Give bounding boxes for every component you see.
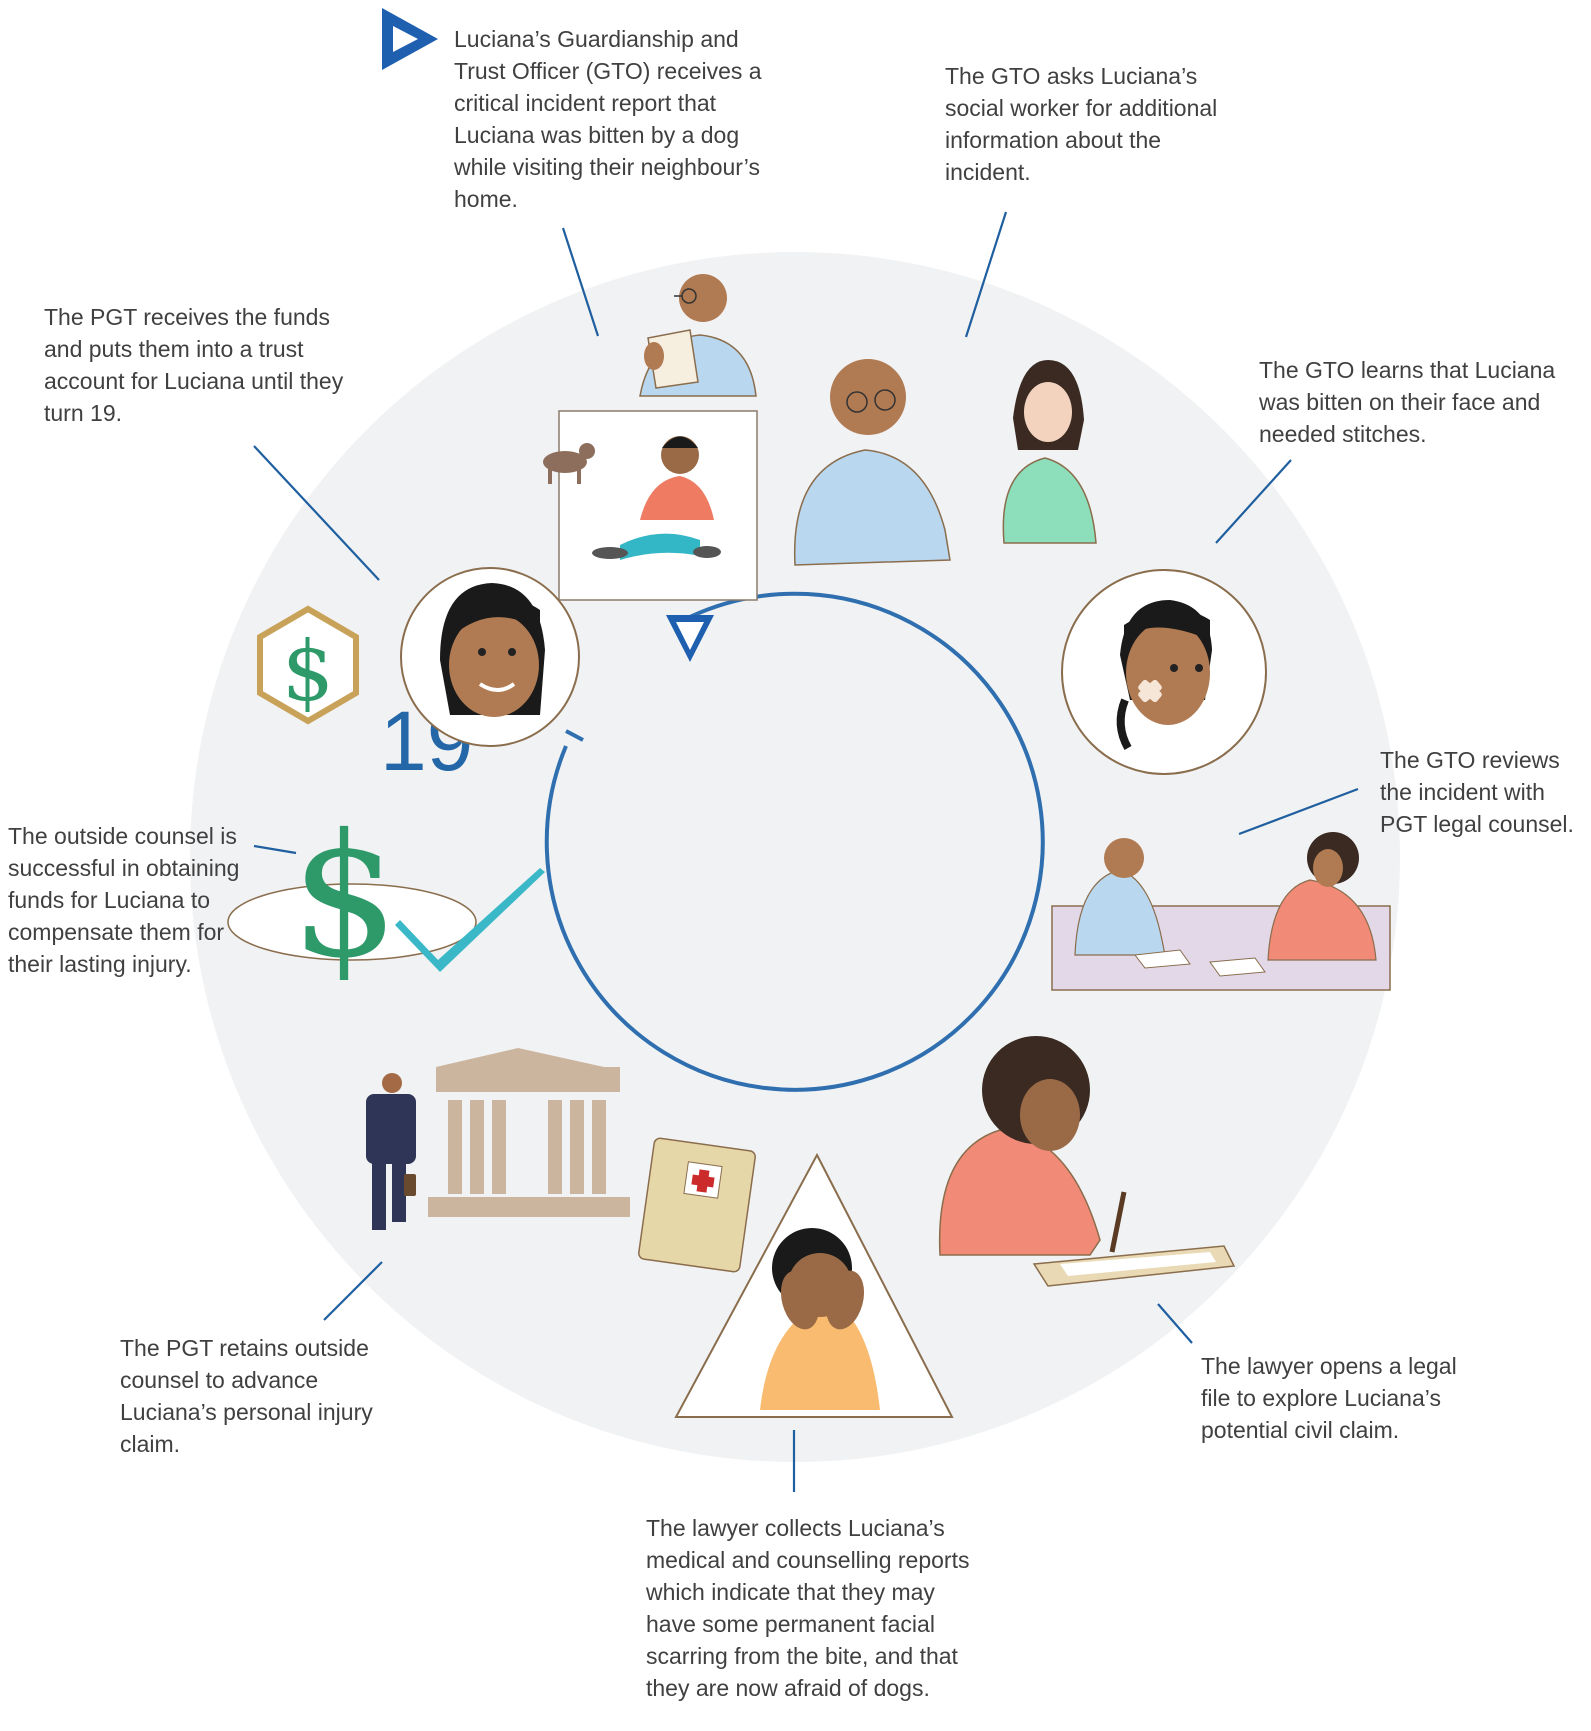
lawyer-opening-file-illustration	[938, 1036, 1236, 1287]
step-open-file-caption: The lawyer opens a legal file to explore…	[1201, 1353, 1457, 1443]
leader-line-obtain-funds	[253, 844, 297, 855]
step-collect-reports-caption: The lawyer collects Luciana’s medical an…	[646, 1515, 970, 1701]
leader-line-learns-stitches	[1215, 459, 1292, 544]
leader-line-report	[561, 227, 600, 337]
leader-line-retain-counsel	[323, 1261, 383, 1321]
step-review-counsel-caption: The GTO reviews the incident with PGT le…	[1380, 747, 1574, 837]
gto-and-counsel-meeting-illustration	[1051, 832, 1391, 991]
medical-folder-icon	[638, 1137, 756, 1273]
hexagon-dollar-icon: $	[282, 625, 334, 720]
step-retain-counsel-caption: The PGT retains outside counsel to advan…	[120, 1335, 373, 1457]
leader-line-open-file	[1157, 1303, 1193, 1344]
afraid-child-illustration	[674, 1152, 954, 1418]
smiling-luciana-illustration	[400, 567, 580, 747]
gto-reading-report-illustration	[639, 274, 757, 397]
step-ask-social-worker-caption: The GTO asks Luciana’s social worker for…	[945, 63, 1218, 185]
dog-bite-scene-illustration	[543, 410, 758, 601]
gto-and-social-worker-illustration	[793, 359, 1097, 566]
start-triangle-icon	[382, 8, 438, 70]
step-obtain-funds-caption: The outside counsel is successful in obt…	[8, 823, 240, 977]
dog-icon	[543, 443, 595, 484]
step-learns-stitches-caption: The GTO learns that Luciana was bitten o…	[1259, 357, 1556, 447]
step-trust-account-caption: The PGT receives the funds and puts them…	[44, 304, 344, 426]
step-report-caption: Luciana’s Guardianship and Trust Officer…	[454, 26, 762, 212]
ring-start-triangle-icon	[666, 615, 714, 662]
leader-line-trust-account	[253, 445, 380, 581]
courthouse-icon	[428, 1048, 630, 1217]
funds-obtained-illustration: $	[227, 798, 545, 996]
outside-counsel-walking-illustration	[366, 1073, 416, 1230]
checkmark-icon	[395, 868, 545, 972]
leader-line-review-counsel	[1238, 787, 1359, 836]
cycle-ring-arrow	[544, 591, 1045, 1092]
leader-line-ask-social-worker	[964, 211, 1008, 338]
dollar-icon: $	[291, 798, 399, 996]
cycle-ring-end-tick	[565, 729, 584, 742]
injured-face-illustration	[1061, 569, 1267, 775]
